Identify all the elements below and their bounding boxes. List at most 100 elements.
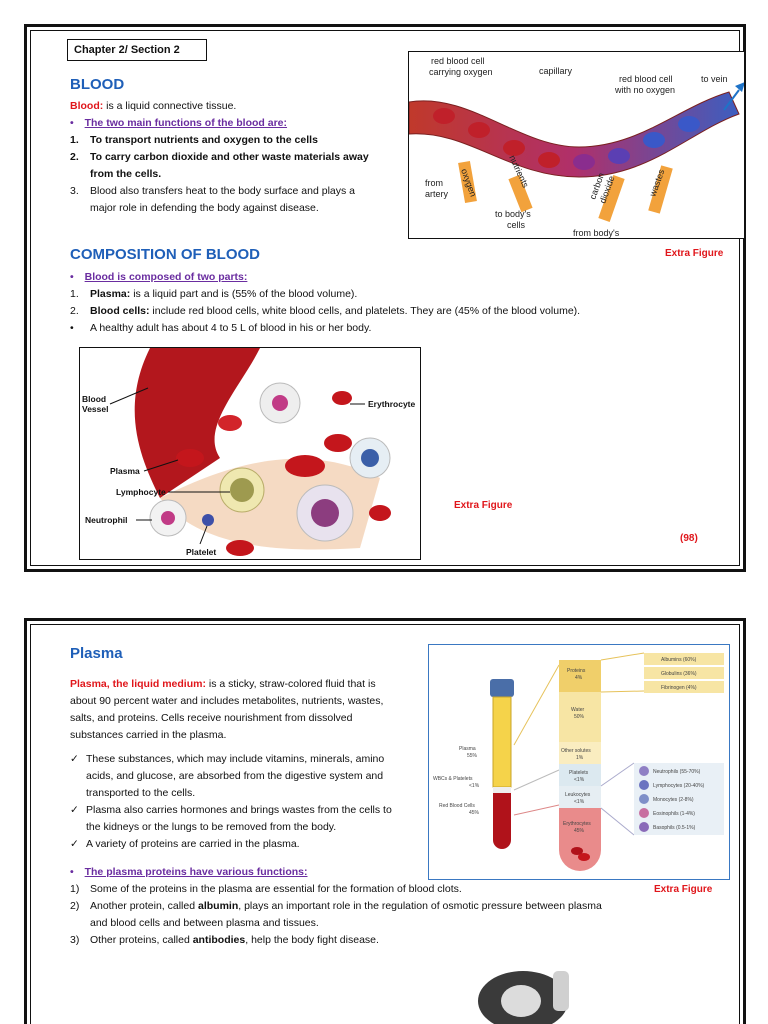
leukocyte-item: Lymphocytes (20-40%) bbox=[653, 783, 705, 789]
point-3: 3.Blood also transfers heat to the body … bbox=[70, 185, 355, 214]
label-blood-vessel-2: Vessel bbox=[82, 404, 108, 414]
leukocyte-item: Eosinophils (1-4%) bbox=[653, 811, 695, 817]
rbc-no-oxygen-cell bbox=[643, 132, 665, 148]
lymphocyte-nucleus bbox=[230, 478, 254, 502]
check-item: ✓These substances, which may include vit… bbox=[70, 753, 385, 765]
extra-figure-label: Extra Figure bbox=[665, 248, 724, 259]
erythrocyte-cell bbox=[176, 449, 204, 467]
column-label: Water bbox=[571, 707, 584, 713]
column-label: Platelets bbox=[569, 770, 589, 776]
column-water bbox=[559, 692, 601, 742]
carbon-dioxide-arrow bbox=[598, 175, 625, 222]
function-item: from the cells. bbox=[90, 168, 162, 180]
white-blood-cell-nucleus bbox=[311, 499, 339, 527]
guide-line bbox=[600, 762, 635, 787]
tube-cap bbox=[490, 679, 514, 697]
erythrocyte-cell bbox=[369, 505, 391, 521]
rbc-icon bbox=[571, 847, 583, 855]
composition-item-cells: 2.Blood cells: include red blood cells, … bbox=[70, 305, 581, 317]
label-to-body-cells-2: cells bbox=[507, 220, 526, 230]
extra-figure-label: Extra Figure bbox=[654, 884, 713, 895]
composition-item-adult: •A healthy adult has about 4 to 5 L of b… bbox=[70, 322, 372, 334]
composed-heading-row: • Blood is composed of two parts: bbox=[70, 269, 247, 286]
centrifuge-body bbox=[553, 971, 569, 1011]
protein-function: 1)Some of the proteins in the plasma are… bbox=[70, 883, 462, 895]
capillary-figure: red blood cell carrying oxygen capillary… bbox=[408, 51, 745, 239]
tube-label: WBCs & Platelets bbox=[433, 776, 473, 782]
check-item: ✓A variety of proteins are carried in th… bbox=[70, 838, 300, 850]
erythrocyte-cell bbox=[218, 415, 242, 431]
tube-label: 55% bbox=[467, 753, 478, 759]
leukocyte-item: Basophils (0.5-1%) bbox=[653, 825, 696, 831]
leukocyte-item: Monocytes (2-8%) bbox=[653, 797, 694, 803]
erythrocyte-cell bbox=[226, 540, 254, 556]
page-2: Plasma Plasma, the liquid medium: is a s… bbox=[24, 618, 746, 1024]
capillary-illustration: red blood cell carrying oxygen capillary… bbox=[409, 56, 744, 238]
column-pct: 50% bbox=[574, 714, 585, 720]
plasma-definition: Plasma, the liquid medium: is a sticky, … bbox=[70, 678, 384, 741]
plasma-pointer bbox=[143, 459, 179, 472]
capillary-vessel bbox=[409, 91, 740, 178]
column-label: Leukocytes bbox=[565, 792, 591, 798]
tube-rbc-layer bbox=[493, 793, 511, 849]
column-pct: <1% bbox=[574, 799, 585, 805]
function-item: 1.To transport nutrients and oxygen to t… bbox=[70, 134, 318, 146]
label-from-artery-1: from bbox=[425, 178, 443, 188]
protein-item: Fibrinogen (4%) bbox=[661, 685, 697, 691]
rbc-oxygen-cell bbox=[468, 122, 490, 138]
rbc-no-oxygen-cell bbox=[678, 116, 700, 132]
blood-cells-figure: Blood Vessel Erythrocyte Plasma Lymphocy… bbox=[79, 347, 421, 560]
guide-line bbox=[600, 690, 645, 693]
proteins-list: 1)Some of the proteins in the plasma are… bbox=[70, 881, 690, 949]
label-rbc-oxygen-1: red blood cell bbox=[431, 56, 485, 66]
proteins-heading: The plasma proteins have various functio… bbox=[84, 866, 308, 878]
guide-line bbox=[513, 769, 560, 791]
function-item: 2.To carry carbon dioxide and other wast… bbox=[70, 151, 369, 163]
platelet-pointer bbox=[199, 525, 208, 545]
neutrophil-icon bbox=[639, 766, 649, 776]
guide-line bbox=[600, 652, 645, 661]
column-platelets bbox=[559, 764, 601, 786]
check-item-cont: the kidneys or the lungs to be removed f… bbox=[86, 821, 337, 833]
plasma-checklist: ✓These substances, which may include vit… bbox=[70, 751, 420, 853]
blood-heading: BLOOD bbox=[70, 76, 125, 93]
blood-term: Blood: bbox=[70, 100, 104, 112]
platelet-cell bbox=[202, 514, 214, 526]
protein-row bbox=[644, 681, 724, 693]
basophil-icon bbox=[639, 822, 649, 832]
bullet-dot: • bbox=[70, 271, 74, 283]
protein-function: 3)Other proteins, called antibodies, hel… bbox=[70, 934, 379, 946]
composition-list: 1.Plasma: is a liquid part and is (55% o… bbox=[70, 286, 730, 337]
centrifuge-image bbox=[463, 961, 573, 1024]
label-platelet: Platelet bbox=[186, 547, 216, 557]
composition-item-plasma: 1.Plasma: is a liquid part and is (55% o… bbox=[70, 288, 358, 300]
plasma-heading: Plasma bbox=[70, 645, 123, 662]
page-number: (98) bbox=[680, 533, 698, 544]
nutrients-arrow bbox=[508, 174, 533, 213]
label-plasma: Plasma bbox=[110, 466, 140, 476]
to-vein-arrowhead bbox=[735, 82, 744, 92]
blood-composition-figure: Plasma 55% WBCs & Platelets <1% Red Bloo… bbox=[428, 644, 730, 880]
rbc-oxygen-cell bbox=[538, 152, 560, 168]
label-erythrocyte: Erythrocyte bbox=[368, 399, 416, 409]
column-label: Proteins bbox=[567, 668, 586, 674]
tube-label: <1% bbox=[469, 783, 480, 789]
label-rbc-no-oxygen-2: with no oxygen bbox=[614, 85, 675, 95]
rbc-no-oxygen-cell bbox=[573, 154, 595, 170]
neutrophil-nucleus bbox=[161, 511, 175, 525]
composed-heading: Blood is composed of two parts: bbox=[84, 271, 248, 283]
label-rbc-no-oxygen-1: red blood cell bbox=[619, 74, 673, 84]
guide-line bbox=[600, 807, 635, 836]
label-neutrophil: Neutrophil bbox=[85, 515, 128, 525]
bullet-dot: • bbox=[70, 117, 74, 129]
protein-item: Globulins (36%) bbox=[661, 671, 697, 677]
bullet-dot: • bbox=[70, 866, 74, 878]
column-leukocytes bbox=[559, 786, 601, 808]
column-pct: 1% bbox=[576, 755, 584, 761]
functions-heading-row: • The two main functions of the blood ar… bbox=[70, 115, 287, 132]
functions-list: 1.To transport nutrients and oxygen to t… bbox=[70, 132, 410, 183]
monocyte-icon bbox=[639, 794, 649, 804]
label-to-vein: to vein bbox=[701, 74, 728, 84]
erythrocyte-cell bbox=[324, 434, 352, 452]
rbc-oxygen-cell bbox=[433, 108, 455, 124]
